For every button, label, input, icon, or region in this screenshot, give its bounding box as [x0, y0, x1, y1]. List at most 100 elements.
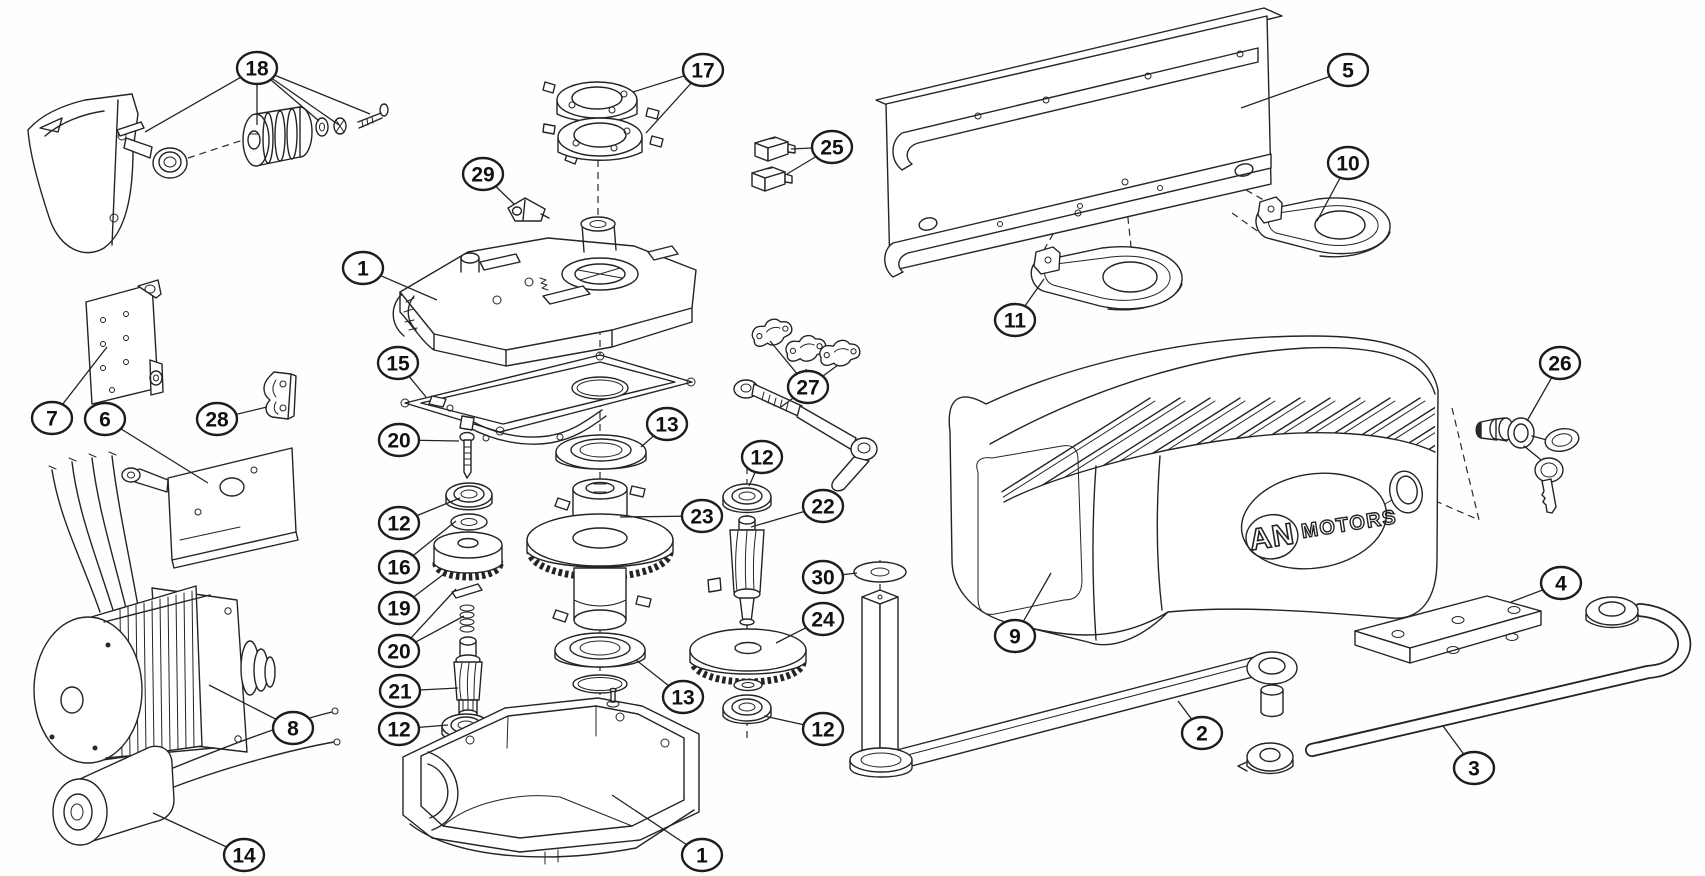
part-limit-bracket	[507, 197, 550, 222]
callout-number-12: 12	[387, 719, 410, 742]
callout-20	[377, 633, 421, 669]
callout-number-12: 12	[387, 513, 410, 536]
callout-number-3: 3	[1468, 758, 1480, 781]
callout-17	[681, 52, 725, 88]
part-capacitor	[52, 707, 341, 846]
callout-24	[801, 601, 845, 637]
callout-number-22: 22	[811, 496, 834, 519]
callout-13	[661, 679, 705, 715]
callout-5	[1326, 52, 1370, 88]
callout-number-14: 14	[232, 845, 256, 868]
callout-number-12: 12	[811, 719, 834, 742]
callout-number-7: 7	[46, 408, 58, 431]
part-foot-bracket-right	[1255, 196, 1391, 258]
callout-3	[1452, 750, 1496, 786]
callout-26	[1538, 345, 1582, 381]
callout-30	[801, 559, 845, 595]
part-output-flanges	[542, 81, 664, 165]
callout-number-6: 6	[99, 409, 111, 432]
callout-number-25: 25	[820, 137, 844, 160]
part-lock-key	[1475, 417, 1580, 514]
callout-28	[195, 401, 239, 437]
part-mounting-plate	[121, 447, 299, 569]
callout-16	[377, 549, 421, 585]
callout-number-5: 5	[1342, 60, 1354, 83]
part-release-post	[853, 561, 907, 763]
part-pulley-assembly	[27, 93, 389, 254]
callout-number-18: 18	[245, 58, 269, 81]
callout-number-10: 10	[1336, 153, 1359, 176]
callout-22	[801, 488, 845, 524]
part-center-gear-train	[432, 431, 504, 743]
callout-12	[377, 505, 421, 541]
callout-number-24: 24	[811, 609, 835, 632]
callout-20	[377, 422, 421, 458]
callout-8	[271, 710, 315, 746]
part-cover: AN MOTORS	[948, 335, 1439, 646]
callout-number-12: 12	[750, 447, 773, 470]
callout-number-20: 20	[387, 641, 410, 664]
part-cable-clamp	[263, 371, 297, 420]
callout-12	[801, 711, 845, 747]
callout-number-20: 20	[387, 430, 410, 453]
part-gate-bracket	[1354, 595, 1542, 664]
callout-number-26: 26	[1548, 353, 1571, 376]
callout-1	[680, 837, 724, 873]
callout-number-29: 29	[471, 164, 494, 187]
callout-23	[680, 498, 724, 534]
callout-number-11: 11	[1004, 310, 1027, 333]
part-gasket	[400, 351, 696, 445]
part-output-gear-drum	[526, 434, 722, 694]
callout-number-16: 16	[387, 557, 410, 580]
callout-number-2: 2	[1196, 723, 1208, 746]
lock-hole	[1384, 470, 1423, 515]
part-foot-bracket-left	[1030, 246, 1183, 311]
part-wall-plate	[875, 7, 1283, 278]
callout-21	[378, 673, 422, 709]
part-gearbox-top-housing	[392, 216, 697, 367]
callout-leader-6	[104, 418, 209, 484]
callout-number-17: 17	[691, 60, 714, 83]
callout-15	[376, 345, 420, 381]
callout-number-19: 19	[387, 598, 410, 621]
callout-12	[377, 711, 421, 747]
callout-12	[740, 439, 784, 475]
part-curved-arm	[1237, 596, 1692, 775]
callout-29	[461, 156, 505, 192]
part-microswitches	[751, 136, 796, 192]
part-bracket-plate	[85, 279, 164, 405]
callout-4	[1539, 565, 1583, 601]
callout-27	[786, 369, 830, 405]
callout-13	[645, 406, 689, 442]
callout-number-21: 21	[388, 681, 412, 704]
callout-number-8: 8	[287, 718, 299, 741]
callout-number-15: 15	[386, 353, 410, 376]
callout-10	[1326, 145, 1370, 181]
part-straight-arm	[849, 651, 1298, 778]
callout-14	[222, 837, 266, 873]
callout-number-30: 30	[811, 567, 834, 590]
callout-1	[341, 250, 385, 286]
callout-number-13: 13	[655, 414, 678, 437]
callout-number-4: 4	[1555, 573, 1567, 596]
callout-25	[810, 129, 854, 165]
callout-number-9: 9	[1009, 626, 1021, 649]
callout-number-13: 13	[671, 687, 694, 710]
callout-11	[993, 302, 1037, 338]
part-motor	[33, 451, 276, 764]
callout-18	[235, 50, 279, 86]
callout-7	[30, 400, 74, 436]
callout-19	[377, 590, 421, 626]
callout-number-27: 27	[796, 377, 819, 400]
callout-leader-18	[144, 67, 258, 133]
callout-9	[993, 618, 1037, 654]
part-release-levers	[733, 314, 878, 492]
callout-2	[1180, 715, 1224, 751]
callout-6	[83, 401, 127, 437]
callout-number-23: 23	[690, 506, 713, 529]
part-worm-gear-column	[689, 483, 807, 725]
part-gearbox-bottom-housing	[402, 687, 700, 865]
